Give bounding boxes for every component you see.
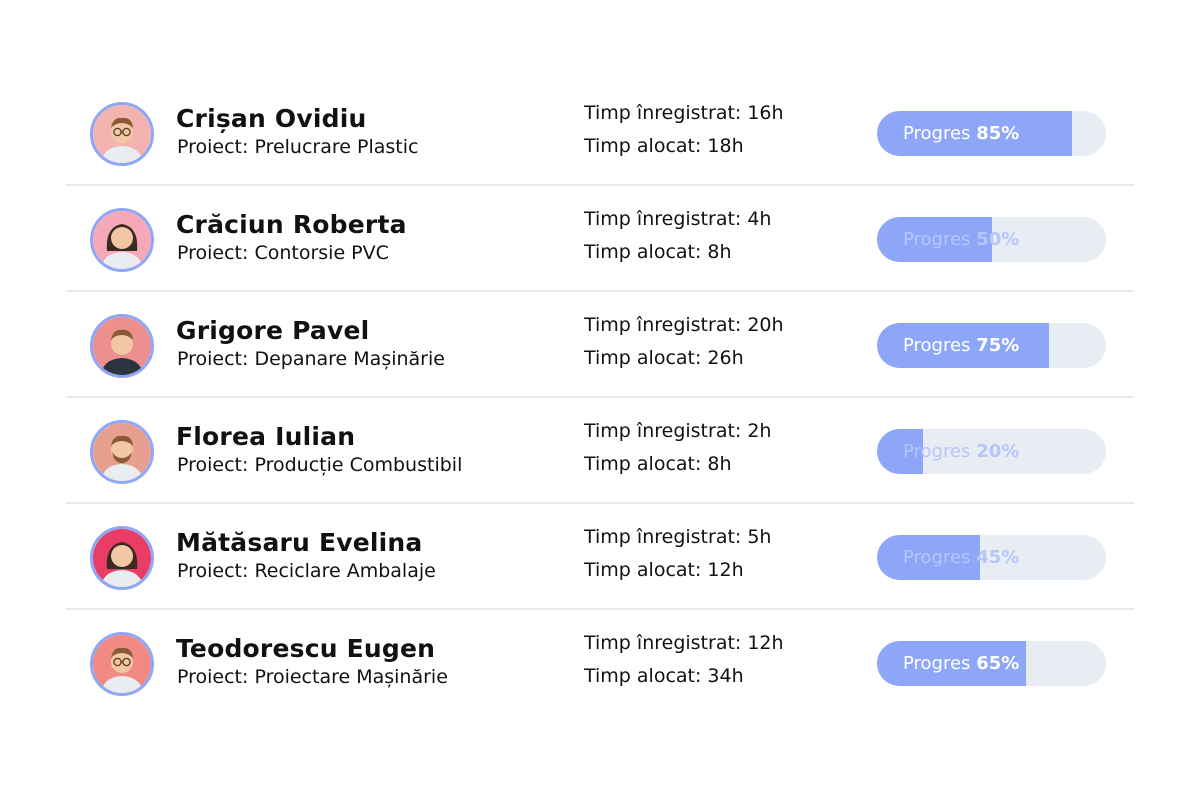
time-recorded: Timp înregistrat: 4h <box>584 208 772 230</box>
progress-value: 50% <box>976 229 1020 250</box>
employee-name: Crișan Ovidiu <box>176 104 367 133</box>
progress-value: 45% <box>976 547 1020 568</box>
employee-progress-list: Crișan Ovidiu Proiect: Prelucrare Plasti… <box>66 80 1134 716</box>
employee-project: Proiect: Proiectare Mașinărie <box>177 666 448 688</box>
time-allocated: Timp alocat: 8h <box>584 453 732 475</box>
time-allocated: Timp alocat: 12h <box>584 559 744 581</box>
progress-label: Progres 20% <box>903 429 1019 474</box>
person-suit-icon <box>93 317 151 375</box>
progress-bar: Progres 65% <box>877 641 1106 686</box>
employee-row[interactable]: Florea Iulian Proiect: Producție Combust… <box>66 398 1134 504</box>
time-recorded: Timp înregistrat: 20h <box>584 314 784 336</box>
time-recorded: Timp înregistrat: 5h <box>584 526 772 548</box>
time-recorded: Timp înregistrat: 12h <box>584 632 784 654</box>
employee-row[interactable]: Grigore Pavel Proiect: Depanare Mașinări… <box>66 292 1134 398</box>
progress-value: 75% <box>976 335 1020 356</box>
progress-label: Progres 50% <box>903 217 1019 262</box>
avatar[interactable] <box>90 102 154 166</box>
progress-bar-fill <box>877 641 1026 686</box>
progress-bar-fill <box>877 429 923 474</box>
progress-label: Progres 85% <box>903 111 1019 156</box>
employee-row[interactable]: Crișan Ovidiu Proiect: Prelucrare Plasti… <box>66 80 1134 186</box>
progress-label: Progres 65% <box>903 641 1019 686</box>
employee-project: Proiect: Prelucrare Plastic <box>177 136 419 158</box>
progress-bar-fill <box>877 535 981 580</box>
progress-prefix: Progres <box>903 123 971 144</box>
employee-name: Crăciun Roberta <box>176 210 407 239</box>
employee-row[interactable]: Crăciun Roberta Proiect: Contorsie PVC T… <box>66 186 1134 292</box>
time-recorded: Timp înregistrat: 2h <box>584 420 772 442</box>
person-beard-icon <box>93 423 151 481</box>
progress-bar: Progres 45% <box>877 535 1106 580</box>
employee-row[interactable]: Teodorescu Eugen Proiect: Proiectare Maș… <box>66 610 1134 716</box>
time-allocated: Timp alocat: 26h <box>584 347 744 369</box>
employee-row[interactable]: Mătăsaru Evelina Proiect: Reciclare Amba… <box>66 504 1134 610</box>
avatar[interactable] <box>90 632 154 696</box>
progress-prefix: Progres <box>903 229 971 250</box>
employee-name: Grigore Pavel <box>176 316 370 345</box>
progress-prefix: Progres <box>903 441 971 462</box>
progress-prefix: Progres <box>903 653 971 674</box>
employee-name: Teodorescu Eugen <box>176 634 436 663</box>
avatar[interactable] <box>90 526 154 590</box>
progress-label: Progres 75% <box>903 323 1019 368</box>
progress-bar: Progres 85% <box>877 111 1106 156</box>
person-glasses-icon <box>93 635 151 693</box>
time-allocated: Timp alocat: 8h <box>584 241 732 263</box>
employee-name: Mătăsaru Evelina <box>176 528 423 557</box>
time-allocated: Timp alocat: 34h <box>584 665 744 687</box>
person-woman-icon <box>93 211 151 269</box>
avatar[interactable] <box>90 314 154 378</box>
avatar[interactable] <box>90 208 154 272</box>
employee-name: Florea Iulian <box>176 422 356 451</box>
progress-label: Progres 45% <box>903 535 1019 580</box>
progress-prefix: Progres <box>903 547 971 568</box>
progress-value: 65% <box>976 653 1020 674</box>
progress-bar-fill <box>877 323 1049 368</box>
progress-value: 20% <box>976 441 1020 462</box>
progress-bar-fill <box>877 217 992 262</box>
progress-value: 85% <box>976 123 1020 144</box>
employee-project: Proiect: Reciclare Ambalaje <box>177 560 436 582</box>
progress-prefix: Progres <box>903 335 971 356</box>
employee-project: Proiect: Producție Combustibil <box>177 454 463 476</box>
employee-project: Proiect: Contorsie PVC <box>177 242 389 264</box>
person-woman-icon <box>93 529 151 587</box>
progress-bar-fill <box>877 111 1072 156</box>
progress-bar: Progres 20% <box>877 429 1106 474</box>
progress-bar: Progres 75% <box>877 323 1106 368</box>
progress-bar: Progres 50% <box>877 217 1106 262</box>
person-glasses-icon <box>93 105 151 163</box>
employee-project: Proiect: Depanare Mașinărie <box>177 348 445 370</box>
time-recorded: Timp înregistrat: 16h <box>584 102 784 124</box>
avatar[interactable] <box>90 420 154 484</box>
time-allocated: Timp alocat: 18h <box>584 135 744 157</box>
